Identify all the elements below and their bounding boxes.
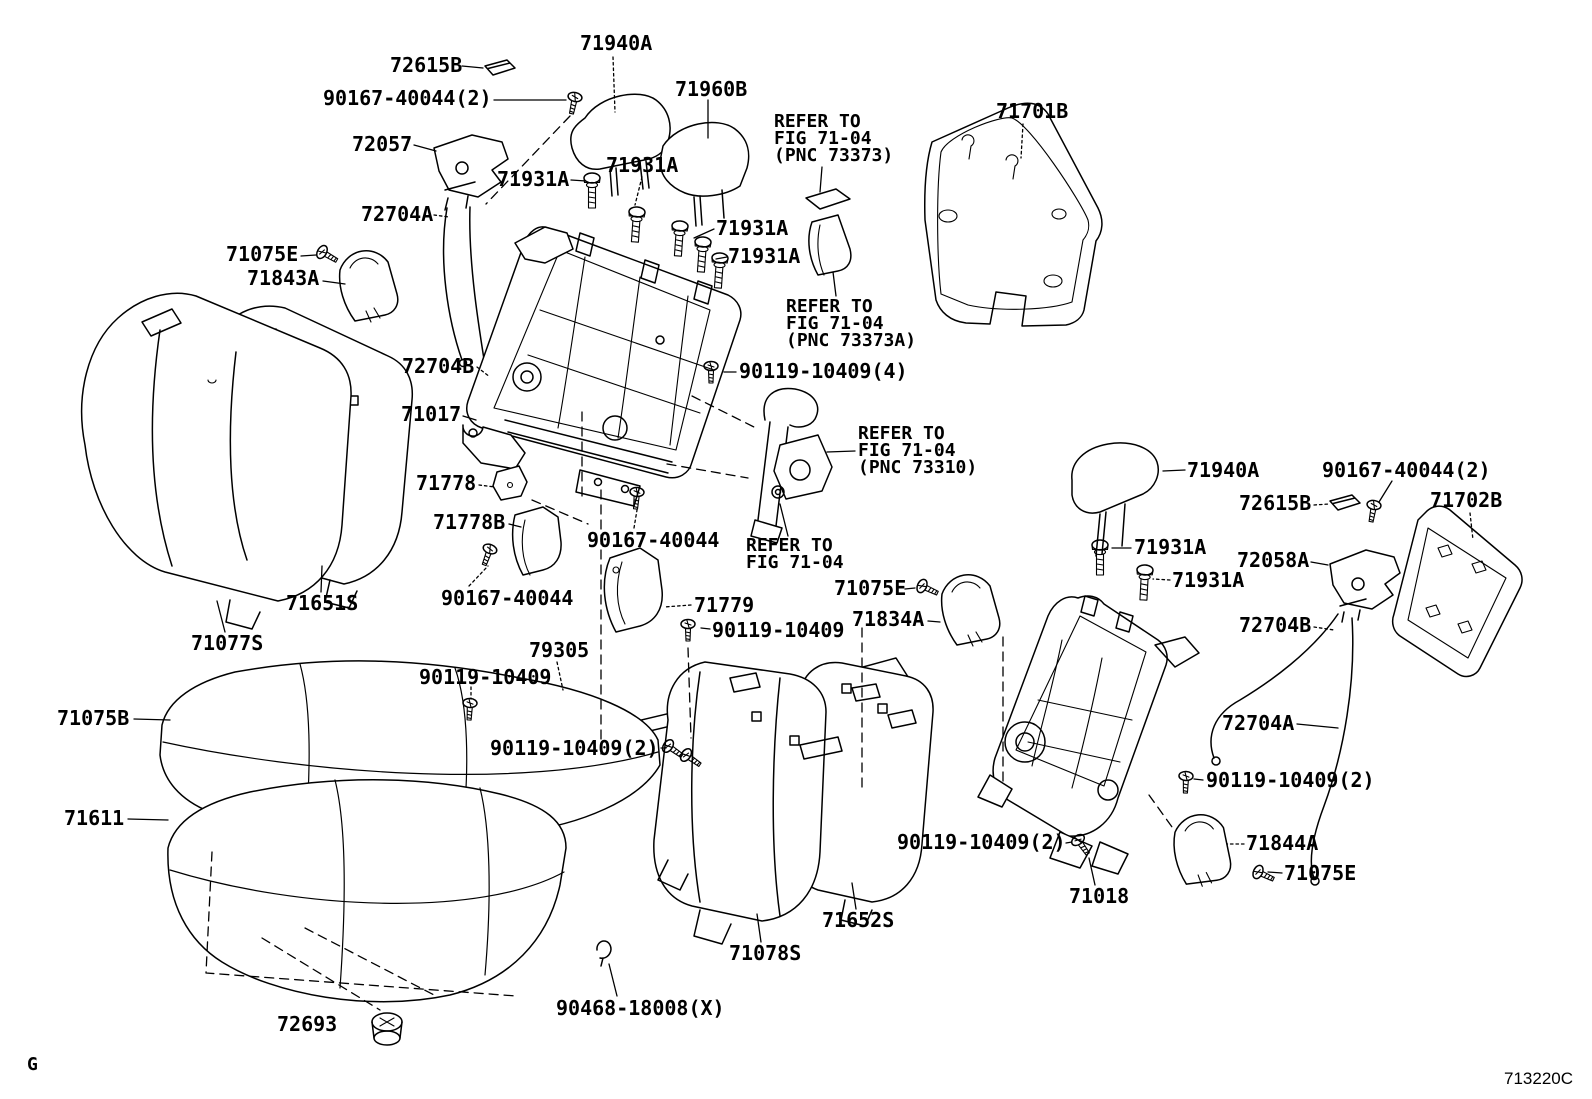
- part-label-90167-40044-2: 90167-40044(2): [323, 86, 492, 110]
- part-label-71652s: 71652S: [822, 908, 895, 932]
- construction-lines: [205, 115, 1173, 1011]
- part-label-72615b: 72615B: [390, 53, 463, 77]
- part-label-71075b: 71075B: [57, 706, 130, 730]
- part-label-71834a: 71834A: [852, 607, 925, 631]
- refer-note: REFER TO FIG 71-04: [746, 535, 844, 573]
- part-label-71843a: 71843A: [247, 266, 320, 290]
- part-label-71779: 71779: [694, 593, 755, 617]
- guide-71779: [603, 547, 663, 633]
- panel-clip-73373: [805, 188, 852, 276]
- part-label-71778: 71778: [416, 471, 477, 495]
- part-label-71931a: 71931A: [497, 167, 570, 191]
- part-label-72693: 72693: [277, 1012, 338, 1036]
- seatback-outer-71077s: [80, 292, 352, 630]
- clip-72693: [371, 1012, 403, 1046]
- hook-90468: [596, 940, 612, 967]
- part-label-71960b: 71960B: [675, 77, 748, 101]
- part-label-71701b: 71701B: [996, 99, 1069, 123]
- part-label-71702b: 71702B: [1430, 488, 1503, 512]
- part-label-71075e: 71075E: [226, 242, 299, 266]
- part-label-90119-10409: 90119-10409: [419, 665, 552, 689]
- headrest-71960b: [659, 121, 750, 227]
- part-label-72704a: 72704A: [1222, 711, 1295, 735]
- seatbelt-73310: [750, 387, 833, 544]
- page-letter: G: [27, 1054, 38, 1075]
- part-label-90167-40044-2: 90167-40044(2): [1322, 458, 1491, 482]
- headrest-71940a-right: [1071, 442, 1159, 557]
- part-label-72057: 72057: [352, 132, 413, 156]
- part-label-71778b: 71778B: [433, 510, 506, 534]
- part-label-90119-10409-4: 90119-10409(4): [739, 359, 908, 383]
- guide-71778b: [511, 506, 562, 576]
- part-label-71018: 71018: [1069, 884, 1130, 908]
- part-label-71611: 71611: [64, 806, 125, 830]
- part-label-71075e: 71075E: [834, 576, 907, 600]
- part-label-71075e: 71075E: [1284, 861, 1357, 885]
- part-label-79305: 79305: [529, 638, 590, 662]
- part-label-71844a: 71844A: [1246, 831, 1319, 855]
- part-label-90119-10409: 90119-10409: [712, 618, 845, 642]
- part-label-71017: 71017: [401, 402, 462, 426]
- refer-note: REFER TO FIG 71-04 (PNC 73373A): [786, 296, 917, 351]
- part-label-90119-10409-2: 90119-10409(2): [490, 736, 659, 760]
- part-label-71931a: 71931A: [606, 153, 679, 177]
- latch-72058a: [1329, 549, 1401, 623]
- refer-note: REFER TO FIG 71-04 (PNC 73373): [774, 111, 894, 166]
- part-label-90167-40044: 90167-40044: [441, 586, 574, 610]
- panel-71702b: [1391, 505, 1523, 678]
- seatback-outer-71078s: [653, 661, 843, 945]
- part-label-71077s: 71077S: [191, 631, 264, 655]
- cables-72704-right: [1210, 613, 1354, 886]
- cushion-71611: [167, 779, 567, 1003]
- part-label-71931a: 71931A: [728, 244, 801, 268]
- part-label-71940a: 71940A: [580, 31, 653, 55]
- part-label-71931a: 71931A: [1172, 568, 1245, 592]
- part-label-90468-18008-x: 90468-18008(X): [556, 996, 725, 1020]
- part-label-90167-40044: 90167-40044: [587, 528, 720, 552]
- part-label-90119-10409-2: 90119-10409(2): [897, 830, 1066, 854]
- part-label-72058a: 72058A: [1237, 548, 1310, 572]
- figure-number: 713220C: [1504, 1069, 1574, 1088]
- part-label-72704b: 72704B: [402, 354, 475, 378]
- part-label-71931a: 71931A: [1134, 535, 1207, 559]
- latch-72057: [433, 134, 509, 211]
- part-label-90119-10409-2: 90119-10409(2): [1206, 768, 1375, 792]
- headrest-71940a: [570, 93, 671, 197]
- leader-lines: [127, 65, 1393, 997]
- part-label-72615b: 72615B: [1239, 491, 1312, 515]
- refer-note: REFER TO FIG 71-04 (PNC 73310): [858, 423, 978, 478]
- clip-71778: [492, 465, 528, 501]
- part-label-71931a: 71931A: [716, 216, 789, 240]
- part-label-72704a: 72704A: [361, 202, 434, 226]
- part-label-72704b: 72704B: [1239, 613, 1312, 637]
- frame-71017: [462, 226, 742, 507]
- part-label-71651s: 71651S: [286, 591, 359, 615]
- part-label-71078s: 71078S: [729, 941, 802, 965]
- panel-71701b: [924, 102, 1103, 327]
- leader-lines-dotted: [433, 56, 1474, 845]
- part-label-71940a: 71940A: [1187, 458, 1260, 482]
- frame-71018: [977, 595, 1200, 875]
